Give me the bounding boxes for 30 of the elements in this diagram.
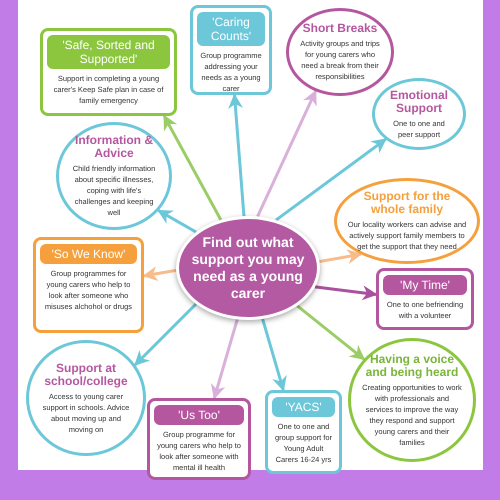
arrow <box>314 285 378 300</box>
arrow <box>157 209 197 234</box>
service-card <box>190 5 272 95</box>
service-card <box>33 237 144 333</box>
service-card <box>40 28 177 116</box>
arrow <box>275 138 387 222</box>
ellipse-heading: Support at school/college <box>43 362 129 388</box>
service-card <box>265 390 342 474</box>
arrow <box>210 319 239 400</box>
ellipse-heading: Short Breaks <box>302 22 378 35</box>
ellipse-heading: Emotional Support <box>388 88 449 114</box>
arrow <box>142 266 176 281</box>
card-heading: 'YACS' <box>272 397 335 417</box>
arrow <box>134 302 198 366</box>
card-heading: 'Us Too' <box>154 405 244 425</box>
ellipse-heading: Support for the whole family <box>362 190 452 216</box>
arrow <box>261 318 287 392</box>
ellipse-heading: Having a voice and being heard <box>364 352 460 378</box>
arrow <box>256 90 317 218</box>
card-heading: 'So We Know' <box>40 244 137 264</box>
service-card <box>376 268 474 330</box>
arrow <box>296 304 366 360</box>
service-card <box>147 398 251 480</box>
arrow <box>228 94 246 216</box>
arrow <box>319 249 362 264</box>
ellipse-heading: Information & Advice <box>74 134 154 160</box>
card-heading: 'My Time' <box>383 275 467 295</box>
card-heading: 'Safe, Sorted and Supported' <box>47 35 170 69</box>
central-question: Find out what support you may need as a young carer <box>191 234 305 302</box>
card-heading: 'Caring Counts' <box>197 12 265 46</box>
